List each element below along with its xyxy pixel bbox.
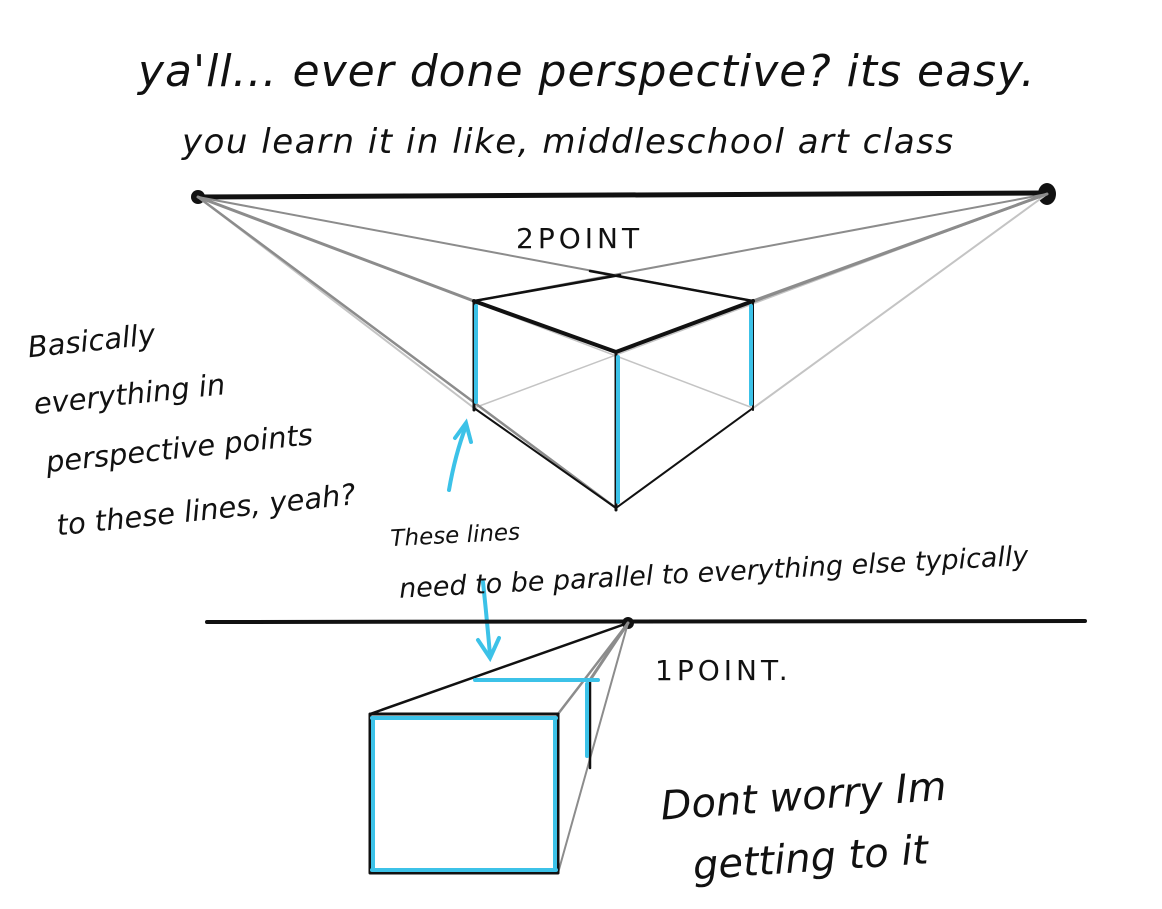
arrow-up [447,418,473,492]
box-edge [472,273,622,303]
guide-line [557,622,629,874]
footer-note: Dont worry Im getting to it [659,764,948,890]
parallel-note: These lines need to be parallel to every… [390,519,1030,605]
one-point-label: 1POINT. [655,654,792,687]
two-point-horizon-line [195,190,1050,200]
box-edge [472,299,618,354]
side-note-line-1: Basically [26,317,158,364]
guide-line [196,195,618,510]
footer-line-2: getting to it [691,827,931,889]
side-note-line-4: to these lines, yeah? [55,477,357,542]
side-note-line-3: perspective points [43,417,314,479]
header-line-2: you learn it in like, middleschool art c… [181,122,955,162]
box-edge [473,407,617,509]
one-point-horizon-line [205,619,1087,624]
side-note: Basically everything in perspective poin… [26,317,357,542]
arrow-down [476,580,501,663]
one-point-perspective: 1POINT. [205,617,1087,875]
parallel-note-line-2: need to be parallel to everything else t… [398,541,1030,605]
box-edge [588,269,755,303]
parallel-note-line-1: These lines [390,519,521,552]
two-point-perspective: 2POINT [191,183,1056,512]
guide-line [588,621,630,682]
side-note-line-2: everything in [32,367,227,421]
guide-line [368,621,630,716]
header-line-1: ya'll... ever done perspective? its easy… [136,46,1036,97]
guide-line [196,195,476,303]
two-point-label: 2POINT [516,222,643,255]
box-edge [614,299,755,354]
box-front-face [368,712,560,875]
footer-line-1: Dont worry Im [659,764,948,830]
box-edge [615,407,754,509]
